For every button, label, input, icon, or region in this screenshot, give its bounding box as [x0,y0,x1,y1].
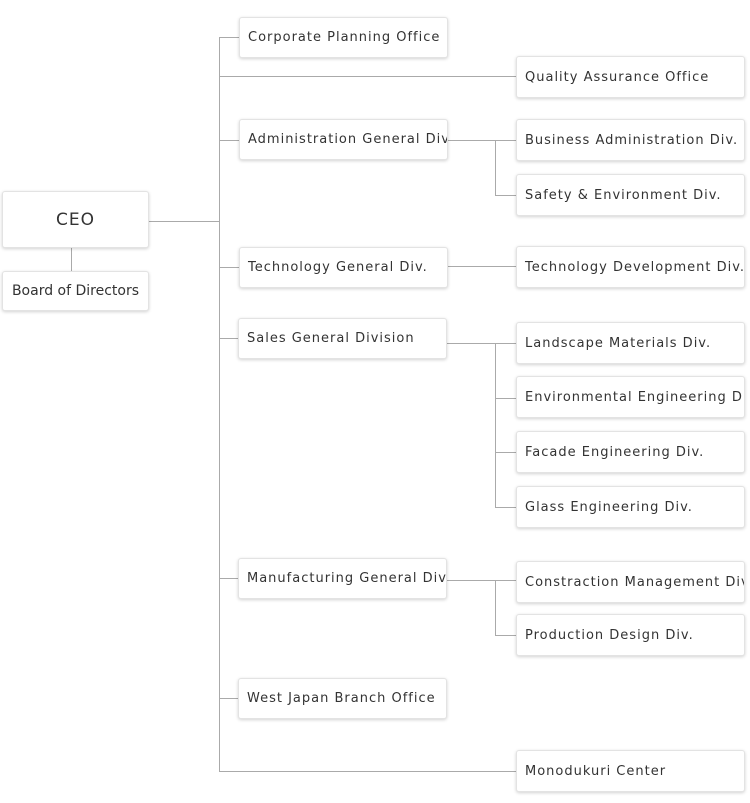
connector-corporate-planning [219,37,239,38]
administration-general-div-box: Administration General Div. [239,119,448,160]
connector-facade [495,452,516,453]
corporate-planning-office-box: Corporate Planning Office [239,17,448,58]
business-administration-div-box: Business Administration Div. [516,119,745,161]
connector-spine [219,37,220,772]
connector-administration [219,140,239,141]
connector-ceo-to-spine [148,221,220,222]
connector-sales [219,338,238,339]
connector-admin-sub-spine [495,140,496,196]
technology-general-div-box: Technology General Div. [239,247,448,288]
manufacturing-general-div-box: Manufacturing General Div. [238,558,447,599]
connector-ceo-to-board [71,247,72,271]
connector-sales-branch [446,343,516,344]
connector-manufacturing-branch [446,580,516,581]
connector-manufacturing [219,578,238,579]
connector-safety [495,195,516,196]
environmental-engineering-div-box: Environmental Engineering Div. [516,376,745,418]
construction-management-div-box: Constraction Management Div. [516,561,745,603]
connector-manufacturing-sub-spine [495,580,496,636]
landscape-materials-div-box: Landscape Materials Div. [516,322,745,364]
glass-engineering-div-box: Glass Engineering Div. [516,486,745,528]
connector-admin-branch [447,140,516,141]
connector-west-japan [219,698,238,699]
quality-assurance-office-box: Quality Assurance Office [516,56,745,98]
monodukuri-center-box: Monodukuri Center [516,750,745,792]
connector-technology-branch [447,266,516,267]
connector-glass [495,507,516,508]
connector-monodukuri [219,771,516,772]
connector-sales-sub-spine [495,343,496,507]
facade-engineering-div-box: Facade Engineering Div. [516,431,745,473]
connector-production-design [495,635,516,636]
technology-development-div-box: Technology Development Div. [516,246,745,288]
production-design-div-box: Production Design Div. [516,614,745,656]
board-of-directors-box: Board of Directors [2,271,149,311]
west-japan-branch-office-box: West Japan Branch Office [238,678,447,719]
connector-technology [219,267,239,268]
connector-quality-assurance [219,76,516,77]
connector-environmental [495,398,516,399]
ceo-box: CEO [2,191,149,248]
sales-general-division-box: Sales General Division [238,318,447,359]
safety-environment-div-box: Safety & Environment Div. [516,174,745,216]
